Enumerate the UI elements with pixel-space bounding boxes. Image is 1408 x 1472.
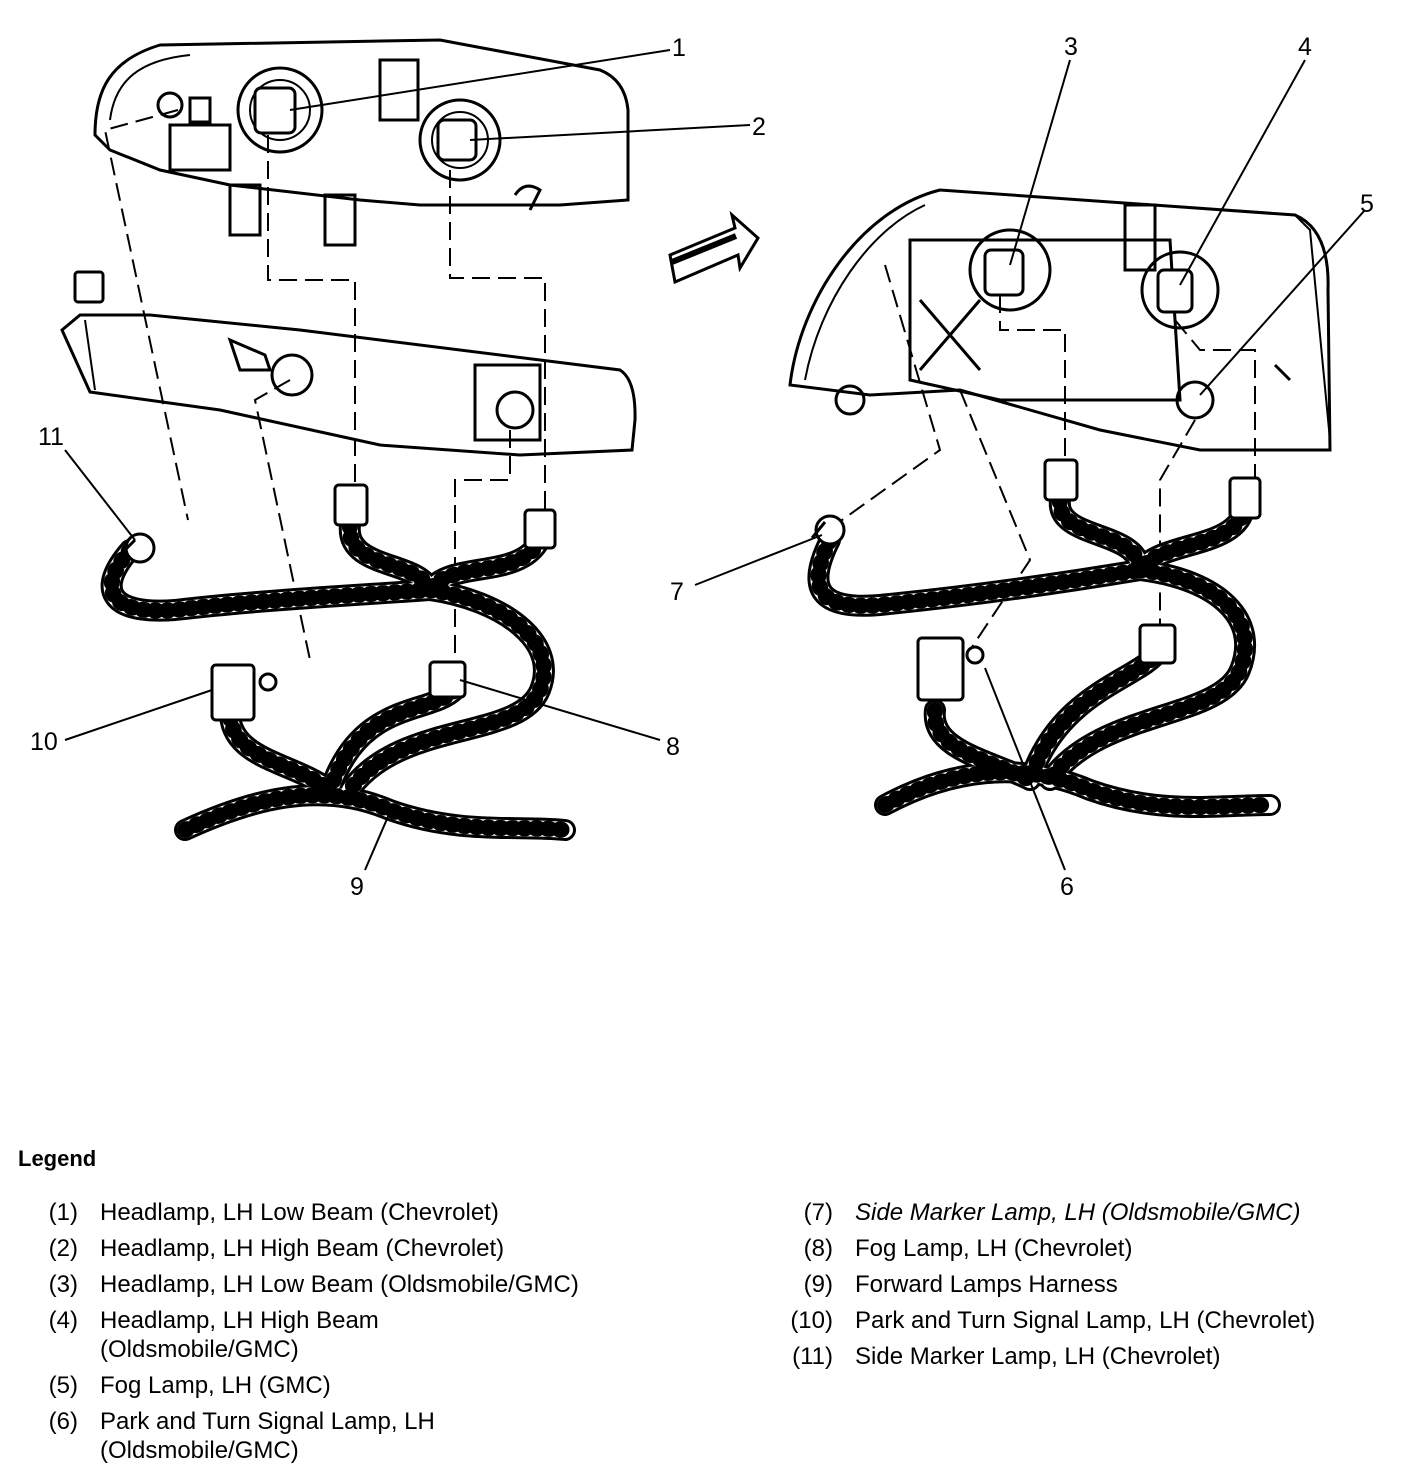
legend-item-number: (11) <box>792 1343 833 1370</box>
legend-right-column: (7) Side Marker Lamp, LH (Oldsmobile/GMC… <box>775 1198 1405 1378</box>
right-harness <box>807 489 1281 818</box>
legend-item-text: Headlamp, LH High Beam (Oldsmobile/GMC) <box>100 1307 379 1363</box>
legend-item-text: Fog Lamp, LH (GMC) <box>100 1372 331 1399</box>
legend-item-text: Side Marker Lamp, LH (Oldsmobile/GMC) <box>855 1199 1301 1226</box>
legend-item: (5) Fog Lamp, LH (GMC) <box>40 1371 700 1400</box>
callout-7: 7 <box>670 578 684 606</box>
wiring-diagram: 1 2 3 4 5 6 7 8 9 10 11 <box>30 33 1374 901</box>
legend-item-text: Headlamp, LH Low Beam (Chevrolet) <box>100 1199 499 1226</box>
callout-1: 1 <box>672 34 686 62</box>
callout-leaders <box>64 49 1366 871</box>
direction-arrow <box>668 210 760 285</box>
legend-item-text: Forward Lamps Harness <box>855 1271 1118 1298</box>
legend-item-number: (8) <box>803 1235 833 1262</box>
legend-item: (1) Headlamp, LH Low Beam (Chevrolet) <box>40 1198 700 1227</box>
legend-item: (11) Side Marker Lamp, LH (Chevrolet) <box>775 1342 1405 1371</box>
legend-item: (9) Forward Lamps Harness <box>775 1270 1405 1299</box>
left-connectors <box>118 483 557 722</box>
legend-item-number: (7) <box>803 1199 833 1226</box>
callout-numbers: 1 2 3 4 5 6 7 8 9 10 11 <box>30 33 1374 901</box>
right-connection-lines <box>834 264 1256 651</box>
callout-5: 5 <box>1360 190 1374 218</box>
legend-item-number: (4) <box>48 1307 78 1334</box>
left-harness <box>100 514 576 841</box>
callout-11: 11 <box>38 423 64 451</box>
callout-6: 6 <box>1060 873 1074 901</box>
legend-item: (3) Headlamp, LH Low Beam (Oldsmobile/GM… <box>40 1270 700 1299</box>
right-headlamp-housing <box>788 188 1332 452</box>
callout-8: 8 <box>666 733 680 761</box>
left-park-lamp-housing <box>60 270 637 457</box>
legend-item-number: (9) <box>803 1271 833 1298</box>
legend-item-text: Park and Turn Signal Lamp, LH (Oldsmobil… <box>100 1408 435 1464</box>
callout-2: 2 <box>752 113 766 141</box>
legend: Legend (1) Headlamp, LH Low Beam (Chevro… <box>0 1138 1408 1468</box>
legend-item-number: (2) <box>48 1235 78 1262</box>
legend-item: (4) Headlamp, LH High Beam (Oldsmobile/G… <box>40 1306 460 1364</box>
legend-item-number: (3) <box>48 1271 78 1298</box>
legend-item: (8) Fog Lamp, LH (Chevrolet) <box>775 1234 1405 1263</box>
legend-item-text: Headlamp, LH Low Beam (Oldsmobile/GMC) <box>100 1271 579 1298</box>
legend-item-text: Fog Lamp, LH (Chevrolet) <box>855 1235 1133 1262</box>
legend-item-text: Headlamp, LH High Beam (Chevrolet) <box>100 1235 505 1262</box>
legend-item-number: (5) <box>48 1372 78 1399</box>
left-headlamp-housing <box>93 38 630 247</box>
callout-3: 3 <box>1064 33 1078 61</box>
legend-title: Legend <box>18 1146 97 1171</box>
legend-item-number: (10) <box>790 1307 833 1334</box>
legend-item-text: Park and Turn Signal Lamp, LH (Chevrolet… <box>855 1307 1316 1334</box>
legend-item: (2) Headlamp, LH High Beam (Chevrolet) <box>40 1234 700 1263</box>
callout-4: 4 <box>1298 33 1312 61</box>
legend-item-number: (6) <box>48 1408 78 1435</box>
legend-item: (6) Park and Turn Signal Lamp, LH (Oldsm… <box>40 1407 530 1465</box>
legend-item: (10) Park and Turn Signal Lamp, LH (Chev… <box>775 1306 1405 1335</box>
callout-9: 9 <box>350 873 364 901</box>
legend-item-text: Side Marker Lamp, LH (Chevrolet) <box>855 1343 1221 1370</box>
callout-10: 10 <box>30 728 58 756</box>
legend-item-number: (1) <box>48 1199 78 1226</box>
legend-left-column: (1) Headlamp, LH Low Beam (Chevrolet) (2… <box>40 1198 700 1472</box>
right-connectors <box>810 458 1262 702</box>
legend-item: (7) Side Marker Lamp, LH (Oldsmobile/GMC… <box>775 1198 1405 1227</box>
